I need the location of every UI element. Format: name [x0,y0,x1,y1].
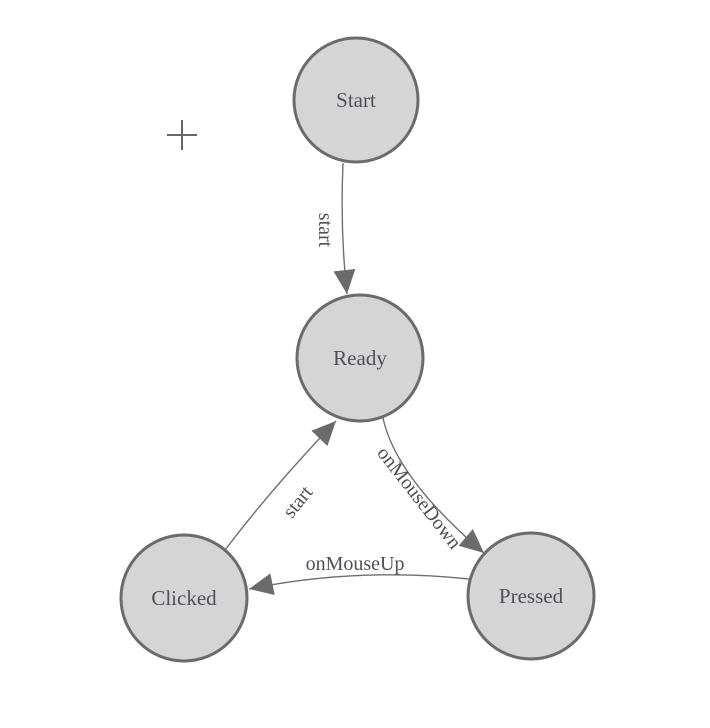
edge-label: start [314,213,336,248]
transition-pressed-to-clicked[interactable]: onMouseUp [248,553,470,595]
state-node-clicked[interactable]: Clicked [119,533,249,663]
node-circle[interactable] [292,36,420,164]
node-label: Pressed [499,584,564,608]
edge-arrowhead-icon [311,421,336,446]
node-label: Ready [333,346,387,370]
edge-label: start [279,481,318,522]
state-node-pressed[interactable]: Pressed [466,531,596,661]
node-label: Clicked [151,586,217,610]
transition-ready-to-pressed[interactable]: onMouseDown [372,417,485,554]
node-label: Start [336,88,376,112]
edge-path[interactable] [224,420,337,551]
edge-arrowhead-icon [249,573,275,595]
edge-arrowhead-icon [458,529,484,553]
node-circle[interactable] [295,293,425,423]
node-circle[interactable] [119,533,249,663]
state-node-ready[interactable]: Ready [295,293,425,423]
edge-path[interactable] [248,574,470,590]
transition-clicked-to-ready[interactable]: start [224,420,337,551]
transition-start-to-ready[interactable]: start [314,162,356,295]
state-node-start[interactable]: Start [292,36,420,164]
node-circle[interactable] [466,531,596,661]
edge-path[interactable] [382,417,485,554]
edge-label: onMouseDown [372,443,465,554]
edge-label: onMouseUp [306,553,405,575]
crosshair-icon [167,120,197,150]
edge-arrowhead-icon [333,268,356,294]
